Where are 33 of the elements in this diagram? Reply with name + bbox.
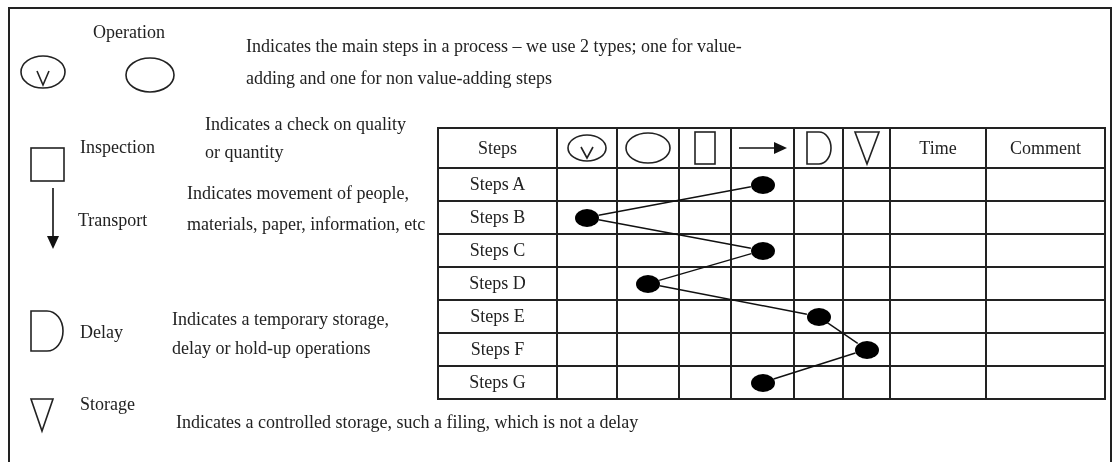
row-label: Steps F [470, 339, 525, 360]
column-header: Steps [478, 137, 517, 159]
column-header: Time [919, 137, 957, 159]
connector-line [772, 352, 857, 380]
symbol-name: Delay [80, 321, 124, 344]
description: Indicates a temporary storage, delay or hold-up operations [172, 308, 390, 360]
connector-line [658, 285, 808, 315]
connector-line [826, 321, 859, 345]
step-dot [806, 307, 831, 326]
step-dot [575, 208, 599, 227]
connector-line [658, 253, 752, 281]
symbol-name: Inspection [80, 136, 156, 159]
symbol-name: Transport [78, 209, 149, 232]
row-label: Steps C [469, 240, 526, 261]
step-dot [750, 373, 775, 392]
symbol-name: Operation [93, 21, 166, 44]
row-label: Steps D [469, 273, 526, 294]
step-dot [750, 241, 775, 260]
row-label: Steps A [469, 174, 526, 195]
connector-line [597, 219, 752, 249]
row-label: Steps E [470, 306, 525, 327]
symbol-name: Storage [80, 393, 136, 416]
step-dot [854, 340, 879, 359]
step-dot [750, 175, 775, 194]
description: Indicates the main steps in a process – we use 2 types; one for value-adding and one for non value-adding steps [246, 35, 743, 90]
row-label: Steps G [469, 372, 526, 393]
column-header: Comment [1010, 137, 1081, 159]
connector-line [597, 186, 752, 216]
description: Indicates movement of people, materials, paper, information, etc [187, 182, 427, 236]
description: Indicates a controlled storage, such a filing, which is not a delay [176, 411, 640, 434]
step-dot [636, 274, 660, 293]
description: Indicates a check on quality or quantity [205, 113, 407, 164]
row-label: Steps B [469, 207, 526, 228]
